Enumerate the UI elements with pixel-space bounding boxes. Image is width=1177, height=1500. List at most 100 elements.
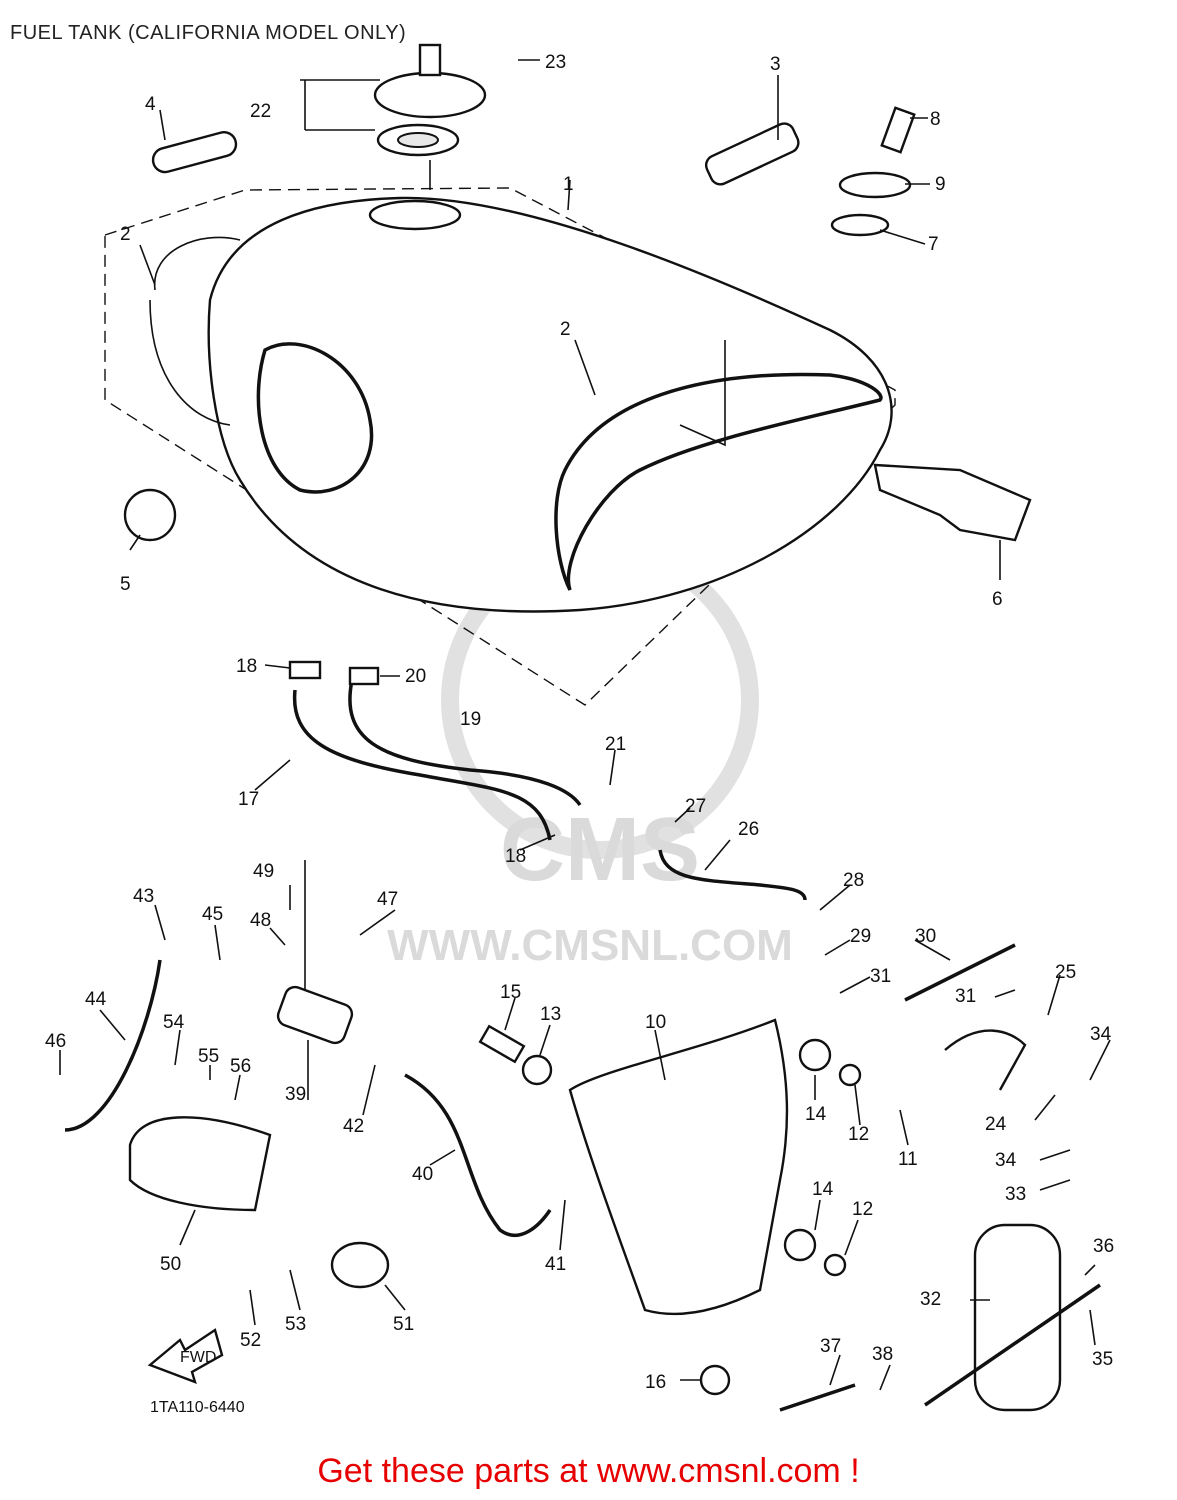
callout-41: 41 bbox=[545, 1254, 566, 1275]
plate-part-9 bbox=[838, 171, 912, 199]
callout-52: 52 bbox=[240, 1330, 261, 1351]
callout-24: 24 bbox=[985, 1114, 1007, 1135]
callout-7: 7 bbox=[928, 234, 939, 255]
callout-21: 21 bbox=[605, 734, 626, 755]
clip-part-18a bbox=[288, 660, 322, 680]
cap-part-5 bbox=[123, 488, 177, 542]
grommet-part-13 bbox=[521, 1054, 553, 1086]
callout-34b: 34 bbox=[995, 1150, 1017, 1171]
callout-45: 45 bbox=[202, 904, 223, 925]
hose-part-17 bbox=[292, 689, 552, 841]
callout-47: 47 bbox=[377, 889, 398, 910]
hose-part-30 bbox=[904, 943, 1016, 1002]
hose-part-37 bbox=[779, 1383, 856, 1412]
callout-12b: 12 bbox=[852, 1199, 873, 1220]
bracket-part-25 bbox=[944, 1029, 1027, 1091]
nut-part-12b bbox=[823, 1253, 847, 1277]
filler-cap-part-22 bbox=[373, 43, 487, 157]
hose-part-44 bbox=[64, 959, 162, 1132]
callout-36: 36 bbox=[1093, 1236, 1114, 1257]
cap-part-16 bbox=[699, 1364, 731, 1396]
fuel-tank-part-1 bbox=[149, 196, 893, 613]
callout-31a: 31 bbox=[870, 966, 891, 987]
callout-56: 56 bbox=[230, 1056, 251, 1077]
hose-part-26 bbox=[658, 849, 807, 901]
callout-48: 48 bbox=[250, 910, 271, 931]
cover-part-50 bbox=[128, 1116, 272, 1212]
callout-44: 44 bbox=[85, 989, 107, 1010]
grommet-part-14a bbox=[798, 1038, 832, 1072]
hose-part-40 bbox=[404, 1073, 552, 1237]
callout-13: 13 bbox=[540, 1004, 561, 1025]
emblem-part-3 bbox=[704, 122, 800, 186]
diagram-title: FUEL TANK (CALIFORNIA MODEL ONLY) bbox=[10, 22, 407, 44]
callout-8: 8 bbox=[930, 109, 941, 130]
callout-32: 32 bbox=[920, 1289, 941, 1310]
callout-53: 53 bbox=[285, 1314, 306, 1335]
nut-part-12a bbox=[838, 1063, 862, 1087]
callout-31b: 31 bbox=[955, 986, 976, 1007]
callout-34a: 34 bbox=[1090, 1024, 1112, 1045]
callout-49: 49 bbox=[253, 861, 274, 882]
watermark: CMS WWW.CMSNL.COM bbox=[387, 541, 793, 970]
callout-46: 46 bbox=[45, 1031, 66, 1052]
callout-40: 40 bbox=[412, 1164, 433, 1185]
callout-23: 23 bbox=[545, 52, 566, 73]
callout-14a: 14 bbox=[805, 1104, 827, 1125]
callout-18a: 18 bbox=[236, 656, 257, 677]
callout-16: 16 bbox=[645, 1372, 666, 1393]
callout-37: 37 bbox=[820, 1336, 841, 1357]
callout-9: 9 bbox=[935, 174, 946, 195]
pipe-part-15 bbox=[478, 1024, 526, 1064]
callout-28: 28 bbox=[843, 870, 864, 891]
callout-50: 50 bbox=[160, 1254, 181, 1275]
fuel-filter-part-39 bbox=[276, 985, 354, 1045]
callout-2a: 2 bbox=[120, 224, 131, 245]
drawing-code: 1TA110-6440 bbox=[150, 1399, 245, 1416]
canister-part-10 bbox=[568, 1018, 789, 1316]
callout-42: 42 bbox=[343, 1116, 364, 1137]
callout-29: 29 bbox=[850, 926, 871, 947]
hose-part-19 bbox=[348, 679, 582, 807]
callout-2b: 2 bbox=[560, 319, 571, 340]
grommet-part-14b bbox=[783, 1228, 817, 1262]
hose-part-35 bbox=[924, 1283, 1101, 1407]
callout-11: 11 bbox=[898, 1149, 918, 1170]
callout-5: 5 bbox=[120, 574, 131, 595]
callout-54: 54 bbox=[163, 1012, 185, 1033]
watermark-logo: CMS bbox=[500, 800, 700, 900]
emblem-part-4 bbox=[151, 131, 238, 174]
canister-part-32 bbox=[973, 1223, 1062, 1412]
fwd-label: FWD bbox=[180, 1349, 216, 1366]
callout-20: 20 bbox=[405, 666, 426, 687]
callout-14b: 14 bbox=[812, 1179, 834, 1200]
bracket-part-6 bbox=[873, 463, 1032, 542]
callout-39: 39 bbox=[285, 1084, 306, 1105]
callout-26: 26 bbox=[738, 819, 759, 840]
callout-30: 30 bbox=[915, 926, 936, 947]
callout-3: 3 bbox=[770, 54, 781, 75]
callout-15: 15 bbox=[500, 982, 521, 1003]
callout-4: 4 bbox=[145, 94, 156, 115]
callout-25: 25 bbox=[1055, 962, 1076, 983]
callout-labels: 1 2 2 3 4 5 6 7 8 9 10 11 12 12 13 14 14… bbox=[45, 52, 1114, 1393]
fwd-arrow: FWD bbox=[147, 1328, 224, 1384]
callout-1: 1 bbox=[563, 174, 574, 195]
promo-link[interactable]: Get these parts at www.cmsnl.com ! bbox=[317, 1452, 860, 1490]
callout-22: 22 bbox=[250, 101, 271, 122]
clip-part-20 bbox=[348, 666, 380, 686]
callout-43: 43 bbox=[133, 886, 154, 907]
callout-33: 33 bbox=[1005, 1184, 1026, 1205]
tank-outline-box bbox=[104, 187, 896, 706]
callout-12a: 12 bbox=[848, 1124, 869, 1145]
damper-part-7 bbox=[830, 213, 890, 237]
bolt-part-8 bbox=[880, 106, 916, 154]
watermark-url: WWW.CMSNL.COM bbox=[387, 921, 793, 970]
callout-10: 10 bbox=[645, 1012, 666, 1033]
callout-38: 38 bbox=[872, 1344, 893, 1365]
callout-55: 55 bbox=[198, 1046, 219, 1067]
callout-17: 17 bbox=[238, 789, 259, 810]
callout-18b: 18 bbox=[505, 846, 526, 867]
cover-part-51 bbox=[330, 1241, 390, 1289]
